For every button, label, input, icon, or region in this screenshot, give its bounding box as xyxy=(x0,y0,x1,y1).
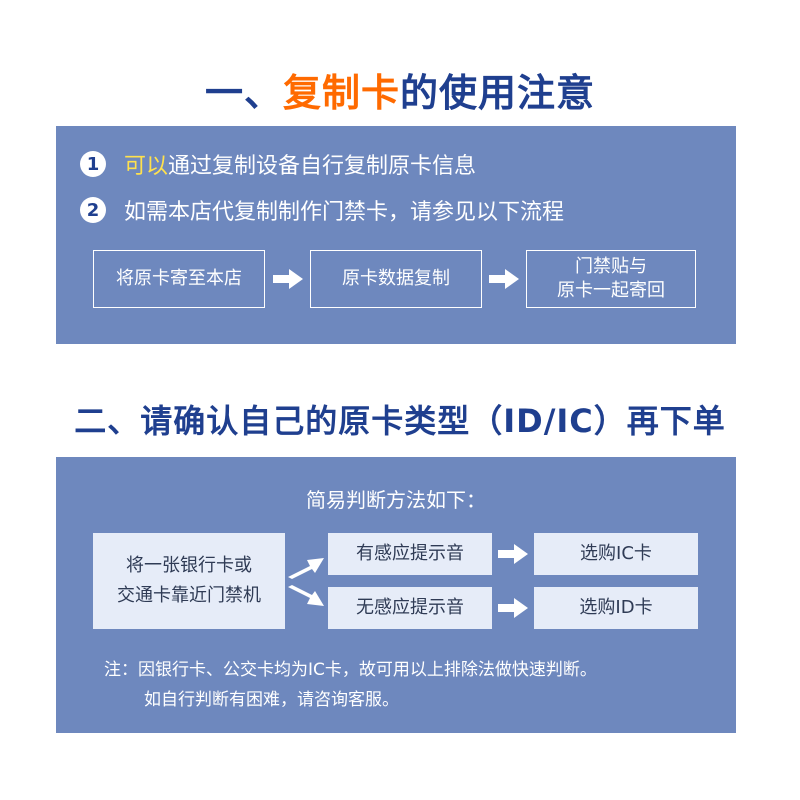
heading-prefix: 一、 xyxy=(204,71,283,115)
judge-method-title: 简易判断方法如下： xyxy=(306,488,486,512)
flow-step-copy-data: 原卡数据复制 xyxy=(310,250,482,308)
section2-heading: 二、请确认自己的原卡类型（ID/IC）再下单 xyxy=(74,402,726,440)
number-badge: 1 xyxy=(80,151,106,177)
heading-suffix: 的使用注意 xyxy=(400,71,596,115)
sound-yes-box: 有感应提示音 xyxy=(328,533,492,575)
flow-step-send-card: 将原卡寄至本店 xyxy=(93,250,265,308)
usage-notes-panel: 1 可以通过复制设备自行复制原卡信息 2 如需本店代复制制作门禁卡，请参见以下流… xyxy=(56,126,736,344)
note-item-1: 1 可以通过复制设备自行复制原卡信息 xyxy=(80,148,476,180)
arrow-up-right-icon xyxy=(288,558,324,579)
result-ic-box: 选购IC卡 xyxy=(534,533,698,575)
footnote-line2: 如自行判断有困难，请咨询客服。 xyxy=(144,690,399,710)
number-badge: 2 xyxy=(80,197,106,223)
flow-step-label: 原卡数据复制 xyxy=(342,268,450,289)
footnote-line1: 注：因银行卡、公交卡均为IC卡，故可用以上排除法做快速判断。 xyxy=(104,660,597,680)
note-highlight: 可以 xyxy=(124,154,169,179)
note-item-text: 如需本店代复制制作门禁卡，请参见以下流程 xyxy=(124,194,564,226)
card-type-panel: 简易判断方法如下： 将一张银行卡或 交通卡靠近门禁机 有感应提示音 无感应提示音… xyxy=(56,457,736,733)
sound-yes-label: 有感应提示音 xyxy=(356,543,464,564)
flow-step-label-line2: 原卡一起寄回 xyxy=(557,280,665,301)
section1-heading: 一、复制卡的使用注意 xyxy=(0,62,800,117)
test-line2: 交通卡靠近门禁机 xyxy=(117,585,261,606)
arrow-right-icon xyxy=(273,269,303,289)
note-body: 如需本店代复制制作门禁卡，请参见以下流程 xyxy=(124,200,565,225)
arrow-right-icon xyxy=(498,598,528,618)
result-id-box: 选购ID卡 xyxy=(534,587,698,629)
heading-accent: 复制卡 xyxy=(282,71,400,115)
flow-step-label-line1: 门禁贴与 xyxy=(575,256,647,277)
note-item-2: 2 如需本店代复制制作门禁卡，请参见以下流程 xyxy=(80,194,564,226)
arrow-right-icon xyxy=(498,544,528,564)
test-instruction-box: 将一张银行卡或 交通卡靠近门禁机 xyxy=(93,533,285,629)
result-ic-label: 选购IC卡 xyxy=(580,543,652,564)
result-id-label: 选购ID卡 xyxy=(579,597,653,618)
arrow-down-right-icon xyxy=(288,585,324,606)
note-item-text: 可以通过复制设备自行复制原卡信息 xyxy=(124,148,476,180)
flow-step-label: 将原卡寄至本店 xyxy=(116,268,242,289)
arrow-right-icon xyxy=(489,269,519,289)
sound-no-label: 无感应提示音 xyxy=(356,597,464,618)
flow-step-return: 门禁贴与 原卡一起寄回 xyxy=(526,250,696,308)
note-body: 通过复制设备自行复制原卡信息 xyxy=(168,154,477,179)
test-line1: 将一张银行卡或 xyxy=(126,555,252,576)
sound-no-box: 无感应提示音 xyxy=(328,587,492,629)
